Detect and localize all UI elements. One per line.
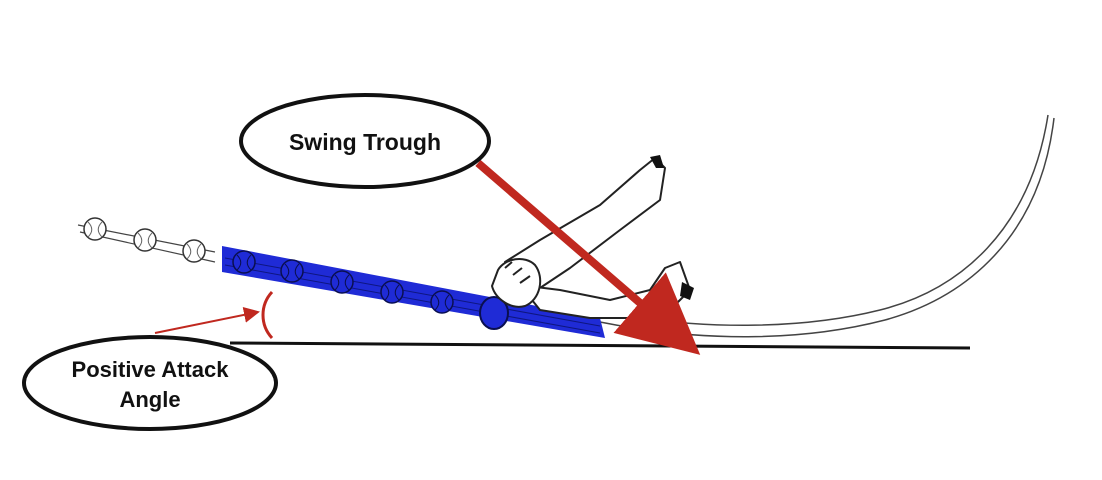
ground-line: [229, 341, 971, 350]
attack-angle-text-line2: Angle: [119, 387, 180, 412]
baseball-icon: [380, 280, 404, 304]
attack-angle-label: Positive Attack Angle: [22, 335, 278, 431]
bat-knob: [479, 296, 509, 330]
swing-trough-text: Swing Trough: [289, 129, 441, 155]
baseball-icon: [330, 270, 354, 294]
swing-trough-arrow: [475, 159, 701, 355]
baseball-icon: [232, 250, 256, 274]
attack-angle-arc: [261, 290, 274, 340]
baseball-icon: [133, 228, 157, 252]
swing-trough-label: Swing Trough: [239, 93, 491, 189]
batter-hands-icon: [491, 157, 691, 319]
elbow-tip-upper: [650, 155, 664, 168]
baseball-icon: [280, 259, 304, 283]
baseball-icon: [83, 217, 107, 241]
attack-angle-pointer-arrow: [154, 306, 260, 334]
baseball-icon: [430, 290, 454, 314]
baseball-icon: [182, 239, 206, 263]
attack-angle-text-line1: Positive Attack: [72, 357, 230, 382]
